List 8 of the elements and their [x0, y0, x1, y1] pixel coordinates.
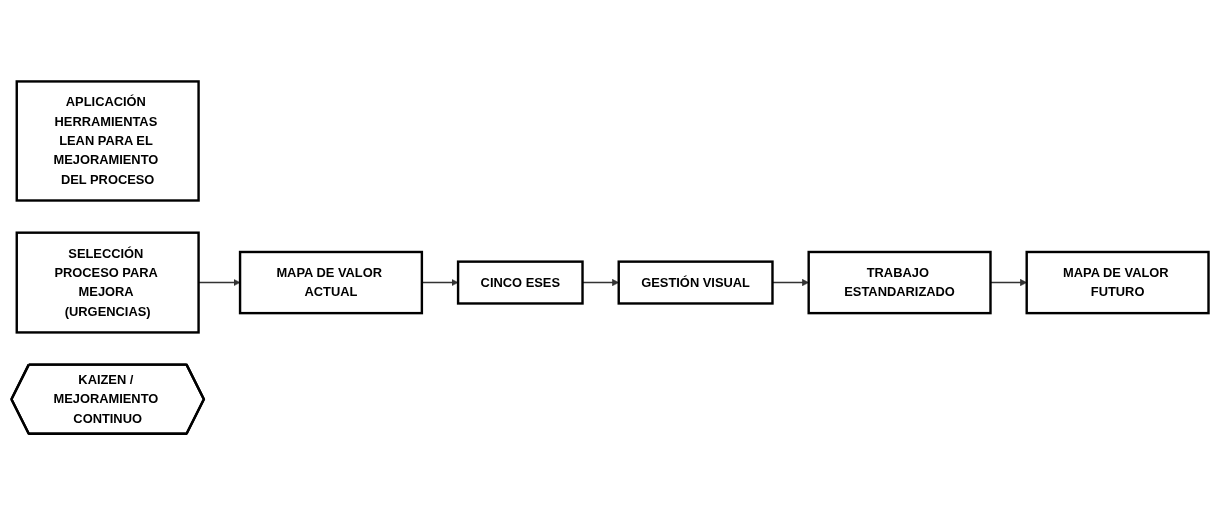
node-box: MAPA DE VALOR FUTURO — [1025, 250, 1210, 315]
arrow — [421, 278, 459, 286]
node-box: TRABAJO ESTANDARIZADO — [807, 250, 992, 315]
node-box: APLICACIÓN HERRAMIENTAS LEAN PARA EL MEJORAMIENTO DEL PROCESO — [15, 80, 200, 202]
node-box: MAPA DE VALOR ACTUAL — [238, 250, 424, 315]
node-box: SELECCIÓN PROCESO PARA MEJORA (URGENCIAS) — [15, 231, 200, 334]
node-box: GESTIÓN VISUAL — [617, 260, 774, 305]
node-box: CINCO ESES — [456, 260, 584, 305]
